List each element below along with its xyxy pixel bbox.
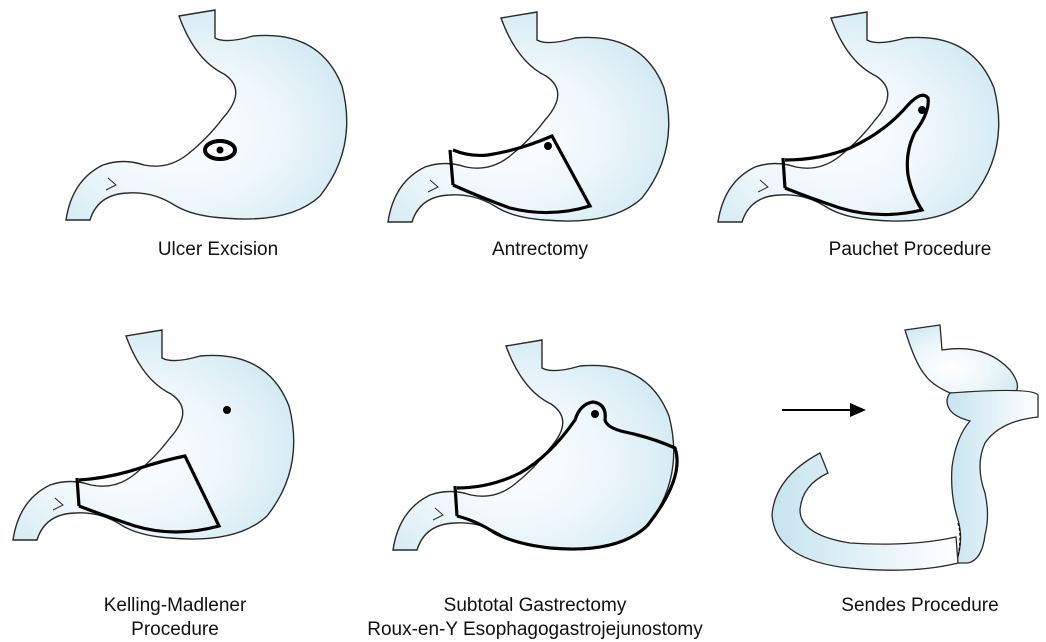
ulcer-mark — [591, 410, 599, 418]
pauchet-diagram — [710, 10, 1010, 230]
kelling-madlener-panel — [5, 328, 305, 548]
procedure-label-pauchet: Pauchet Procedure — [790, 238, 1030, 262]
subtotal-gastrectomy-diagram — [375, 338, 695, 558]
antrectomy-diagram — [380, 10, 680, 230]
sendes-diagram — [770, 325, 1046, 575]
ulcer-excision-diagram — [58, 8, 358, 228]
gastric-remnant — [905, 325, 1018, 398]
procedure-label-sendes: Sendes Procedure — [800, 594, 1040, 618]
sendes-panel — [770, 325, 1046, 575]
interposed-limb — [947, 390, 1038, 563]
duodenal-loop — [772, 453, 958, 570]
antrectomy-panel — [380, 10, 680, 230]
ulcer-excision-panel — [58, 8, 358, 228]
pauchet-panel — [710, 10, 1010, 230]
procedure-label-ulcer-excision: Ulcer Excision — [108, 238, 328, 262]
ulcer-mark — [918, 106, 926, 114]
ulcer-mark — [223, 406, 231, 414]
arrow-head — [850, 403, 866, 417]
procedure-label-antrectomy: Antrectomy — [430, 238, 650, 262]
subtotal-gastrectomy-panel — [375, 338, 695, 558]
ulcer-mark — [217, 147, 224, 154]
ulcer-mark — [544, 142, 552, 150]
kelling-madlener-diagram — [5, 328, 305, 548]
